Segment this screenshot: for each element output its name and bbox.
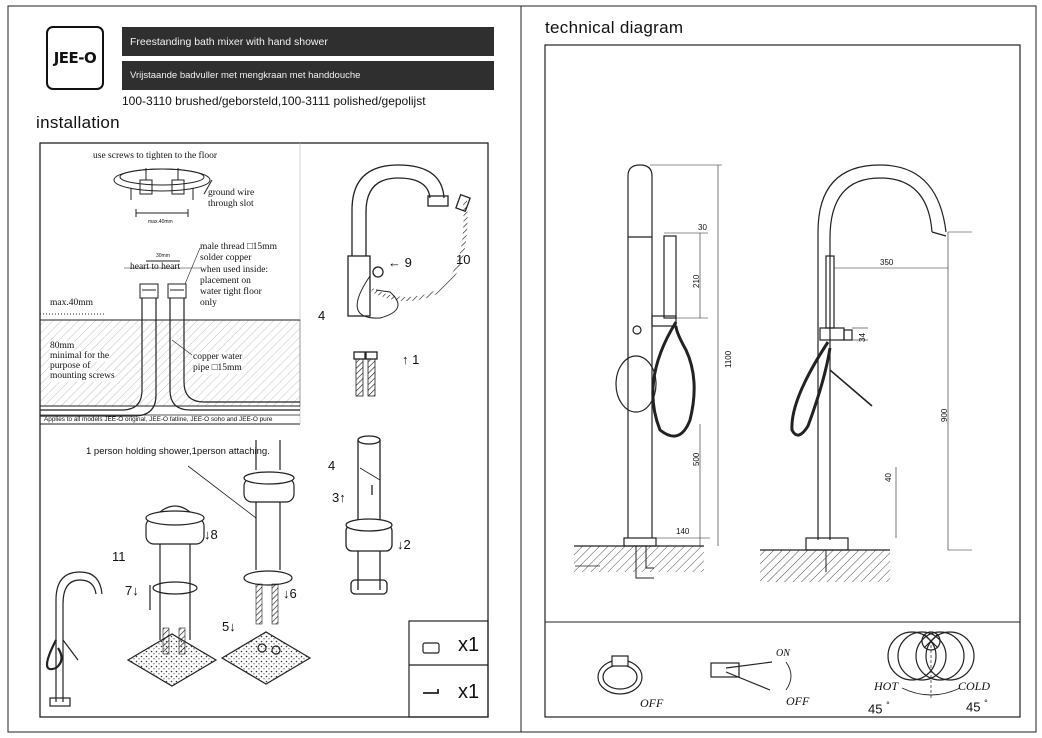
hot-label: HOT [874, 679, 899, 693]
ground-wire-line1: ground wire [208, 188, 255, 198]
part-qty-hex-key: x1 [458, 681, 480, 703]
step-6: ↓6 [283, 586, 297, 601]
dimension-lines-front [834, 231, 972, 551]
copper-pipe-2: pipe □15mm [193, 363, 242, 374]
step-4a: 4 [318, 308, 326, 323]
title-nl: Vrijstaande badvuller met mengkraan met … [130, 70, 361, 81]
male-thread-3: when used inside: [200, 265, 269, 275]
step-11: 11 [112, 549, 126, 564]
on-label: ON [776, 648, 790, 659]
minimal-4: mounting screws [50, 371, 115, 382]
male-thread-4: placement on [200, 276, 251, 286]
male-thread-1: male thread □15mm [200, 242, 277, 252]
dim-1100: 1100 [724, 350, 733, 368]
title-banner-nl: Vrijstaande badvuller met mengkraan met … [122, 61, 494, 90]
angle-left: 45 ° [868, 700, 890, 717]
page-frame [7, 5, 1037, 733]
hex-key-icon [423, 689, 439, 695]
cold-label: COLD [958, 679, 991, 693]
step-3: 3↑ [332, 490, 346, 505]
step-1: ↑ 1 [402, 352, 420, 367]
technical-frame [544, 44, 1021, 718]
dim-900: 900 [940, 408, 949, 422]
dim-30: 30 [698, 223, 707, 232]
minimal-2: minimal for the [50, 351, 110, 362]
max-depth-label: max.40mm [50, 298, 94, 308]
ground-wire-line2: through slot [208, 199, 254, 209]
dim-500: 500 [692, 452, 701, 466]
tech-side-view [574, 164, 704, 579]
step-4b: 4 [328, 458, 336, 473]
step-7: 7↓ [125, 583, 139, 598]
male-thread-6: only [200, 298, 217, 308]
person-note: 1 person holding shower,1person attachin… [86, 446, 270, 457]
applies-note: Applies to all models JEE-O original, JE… [44, 416, 273, 423]
floor-note: use screws to tighten to the floor [93, 151, 218, 161]
angle-right: 45 ° [966, 698, 988, 715]
male-thread-2: solder copper [200, 253, 252, 263]
minimal-3: purpose of [50, 361, 91, 372]
logo-text: JEE-O [53, 49, 97, 67]
technical-heading: technical diagram [545, 18, 684, 37]
male-thread-5: water tight floor [200, 287, 262, 297]
copper-pipe-1: copper water [193, 352, 243, 363]
mounting-sequence [45, 440, 312, 707]
dim-40: 40 [884, 473, 893, 482]
controls-legend [597, 631, 975, 700]
floor-flange-diagram [113, 168, 213, 217]
installation-heading: installation [36, 113, 120, 132]
dim-34: 34 [858, 333, 867, 342]
off-label-mid: OFF [786, 694, 810, 708]
step-8: ↓8 [204, 527, 218, 542]
step-5: 5↓ [222, 619, 236, 634]
parts-box [408, 620, 489, 718]
exploded-faucet [345, 164, 471, 595]
dim-350: 350 [880, 258, 894, 267]
brand-logo: JEE-O [46, 26, 104, 90]
dim-140: 140 [676, 527, 690, 536]
step-10: 10 [456, 252, 471, 267]
dim-210: 210 [692, 274, 701, 288]
step-2: ↓2 [397, 537, 411, 552]
drain-cover-icon [423, 643, 439, 653]
off-label-left: OFF [640, 696, 664, 710]
step-9: ← 9 [388, 255, 412, 270]
heart-label: heart to heart [130, 262, 181, 272]
dimension-lines-side [650, 164, 722, 546]
minimal-1: 80mm [50, 341, 75, 352]
max-spacing-label: max.40mm [148, 219, 173, 225]
installation-frame [39, 142, 489, 718]
heart-top-label: 30mm [156, 253, 170, 259]
tech-front-view [760, 164, 947, 582]
title-banner-en: Freestanding bath mixer with hand shower [122, 27, 494, 56]
part-qty-drain-cover: x1 [458, 634, 480, 656]
model-line: 100-3110 brushed/geborsteld,100-3111 pol… [122, 94, 426, 108]
title-en: Freestanding bath mixer with hand shower [130, 35, 328, 48]
